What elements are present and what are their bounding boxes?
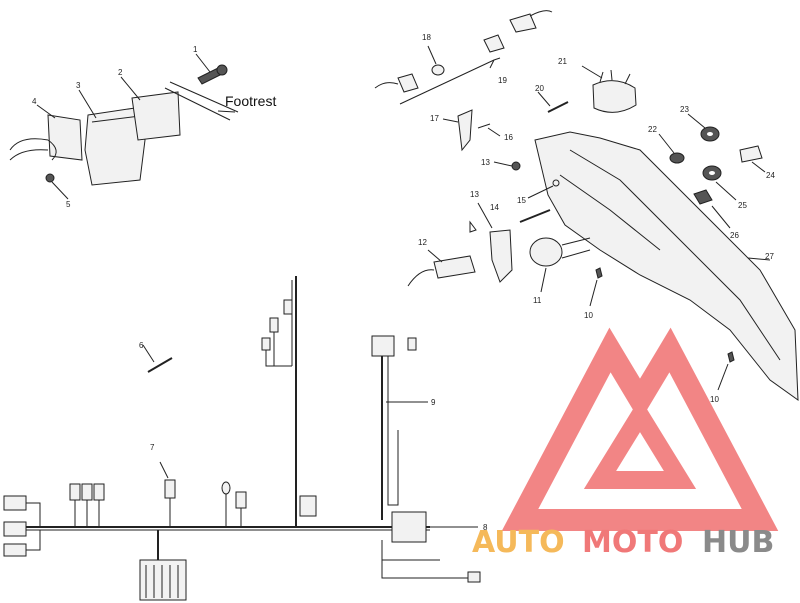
taillight-assembly bbox=[374, 10, 799, 402]
watermark-text-auto: AUTO bbox=[472, 525, 565, 560]
callout-22: 22 bbox=[648, 125, 657, 134]
callout-20: 20 bbox=[535, 84, 544, 93]
callout-23: 23 bbox=[680, 105, 689, 114]
callout-9: 9 bbox=[431, 398, 436, 407]
callout-8: 8 bbox=[483, 523, 488, 532]
watermark-text-hub: HUB bbox=[702, 525, 774, 560]
callout-14: 14 bbox=[490, 203, 499, 212]
callout-3: 3 bbox=[76, 81, 81, 90]
callout-17: 17 bbox=[430, 114, 439, 123]
callout-26: 26 bbox=[730, 231, 739, 240]
callout-10-lower: 10 bbox=[710, 395, 719, 404]
callout-13-upper: 13 bbox=[481, 158, 490, 167]
watermark-text-moto: MOTO bbox=[582, 525, 683, 560]
callout-7: 7 bbox=[150, 443, 155, 452]
callout-2: 2 bbox=[118, 68, 123, 77]
callout-12: 12 bbox=[418, 238, 427, 247]
callout-19: 19 bbox=[498, 76, 507, 85]
callout-4: 4 bbox=[32, 97, 37, 106]
watermark-logo bbox=[501, 327, 779, 531]
callout-16: 16 bbox=[504, 133, 513, 142]
callout-24: 24 bbox=[766, 171, 775, 180]
callout-25: 25 bbox=[738, 201, 747, 210]
callout-1: 1 bbox=[193, 45, 198, 54]
callout-6: 6 bbox=[139, 341, 144, 350]
callout-27: 27 bbox=[765, 252, 774, 261]
callout-11: 11 bbox=[533, 296, 542, 305]
callout-21: 21 bbox=[558, 57, 567, 66]
callout-18: 18 bbox=[422, 33, 431, 42]
wiring-harness bbox=[3, 276, 481, 601]
regulator-assembly bbox=[9, 53, 239, 200]
callout-5: 5 bbox=[66, 200, 71, 209]
footrest-label: Footrest bbox=[225, 93, 276, 109]
callout-10-upper: 10 bbox=[584, 311, 593, 320]
callout-13-lower: 13 bbox=[470, 190, 479, 199]
callout-15: 15 bbox=[517, 196, 526, 205]
